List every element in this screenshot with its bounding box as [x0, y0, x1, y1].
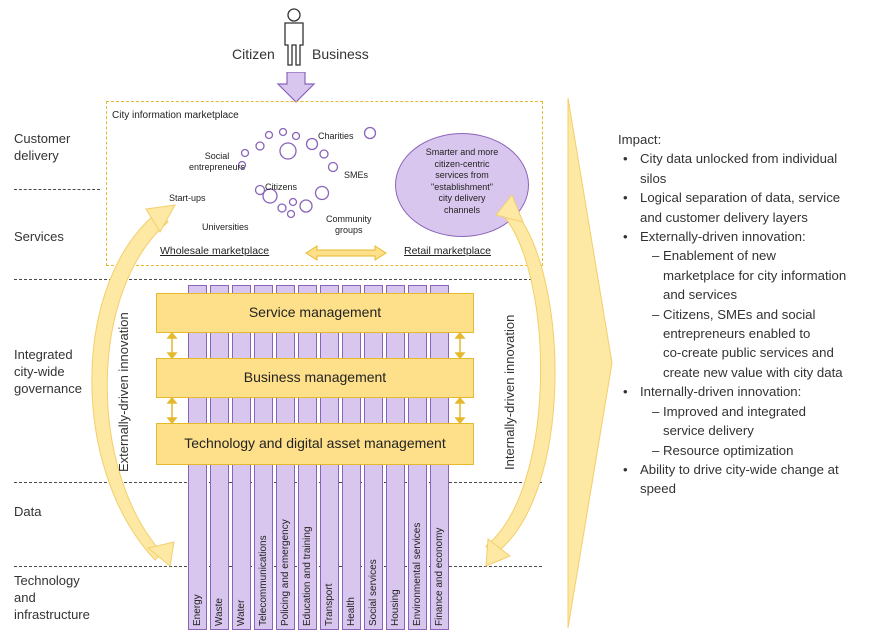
double-arrow-icon	[305, 245, 387, 261]
wholesale-marketplace-label: Wholesale marketplace	[160, 245, 270, 257]
impact-bullet-5: Ability to drive city-wide change atspee…	[618, 460, 886, 499]
external-innovation-arrow	[91, 204, 176, 567]
smes-label: SMEs	[344, 170, 369, 180]
internally-driven-innovation-label: Internally-driven innovation	[502, 314, 517, 470]
citizen-label: Citizen	[232, 46, 275, 62]
retail-marketplace-label: Retail marketplace	[404, 245, 491, 257]
impact-bullet-4: Internally-driven innovation:	[618, 382, 886, 402]
universities-label: Universities	[202, 222, 249, 232]
city-information-marketplace	[106, 101, 543, 266]
innovation-curved-arrows	[91, 194, 556, 567]
marketplace-title: City information marketplace	[112, 110, 239, 121]
business-label: Business	[312, 46, 369, 62]
technology-management-label: Technology and digital asset management	[184, 435, 446, 451]
impact-bullet-3: Externally-driven innovation:	[618, 227, 886, 247]
layer-divider-1	[14, 189, 100, 190]
citizens-label: Citizens	[265, 182, 298, 192]
service-management-label: Service management	[248, 304, 382, 320]
business-management-bar	[156, 358, 474, 398]
impact-sub-4: – Resource optimization	[652, 442, 794, 458]
connector-arrows	[166, 333, 466, 423]
startups-label: Start-ups	[169, 193, 206, 203]
down-arrow-icon	[276, 72, 316, 103]
business-management-label: Business management	[243, 369, 387, 385]
charities-label: Charities	[318, 131, 354, 141]
service-management-bar	[156, 293, 474, 333]
layer-services: Services	[14, 229, 64, 244]
person-icon	[284, 8, 304, 66]
layer-data: Data	[14, 504, 42, 519]
impact-title: Impact:	[618, 132, 662, 147]
impact-arrow-shape	[567, 98, 613, 628]
technology-management-bar	[156, 423, 474, 465]
layer-divider-2	[14, 279, 542, 280]
impact-list: Impact: City data unlocked from individu…	[618, 130, 886, 499]
externally-driven-innovation-label: Externally-driven innovation	[116, 312, 131, 472]
internal-innovation-arrow	[485, 194, 556, 567]
marketplace-bubbles	[237, 126, 377, 219]
